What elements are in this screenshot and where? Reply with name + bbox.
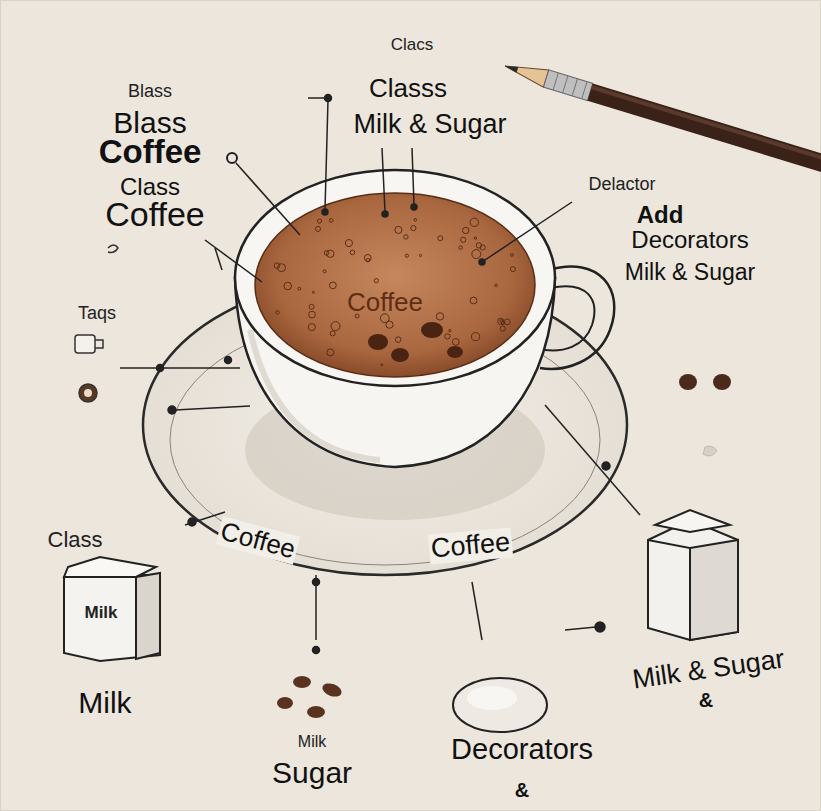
coffee-bubble [309,304,314,309]
sketch-label: Coffee [103,196,207,233]
sketch-label: Blass [126,82,174,102]
coffee-bubble [324,251,329,256]
sketch-label: Taqs [76,304,118,324]
coffee-bubble [276,311,279,314]
coffee-bubble [330,331,335,336]
sketch-label: Milk & Sugar [628,644,788,695]
coffee-bubble [510,267,515,272]
coffee-bubble [414,219,417,222]
milk-carton [648,510,738,640]
coffee-bubble [317,219,321,223]
coffee-bubble [445,334,450,339]
coffee-bubble [470,297,477,304]
coffee-bubble [309,311,316,318]
coffee-bubble [364,255,371,262]
coffee-bubble [449,330,451,332]
sketch-label: Milk & Sugar [623,260,757,285]
coffee-bubble [474,237,476,239]
coffee-bubble [472,333,480,341]
sketch-label: Clacs [389,36,436,55]
coffee-bubble [480,245,485,250]
sketch-label: Coffee [97,134,204,170]
coffee-bubble [463,227,469,233]
coffee-bubble [395,337,401,343]
tag-icon [75,245,118,402]
coffee-bubble [411,226,416,231]
sketch-label: Decorators [449,734,595,766]
coffee-bubble [459,246,463,250]
coffee-bubble [452,339,459,346]
coffee-bubble [329,219,333,223]
coffee-bubble [498,318,504,324]
sketch-label: Coffee [345,288,425,317]
milk-carton: Milk [60,555,164,663]
coffee-bubble [386,321,393,328]
sketch-label: Milk & Sugar [352,110,509,140]
coffee-bubble [438,236,443,241]
coffee-bubble [330,282,337,289]
carton-label: Milk [84,604,117,623]
coffee-bubble [470,218,478,226]
coffee-bubble [495,284,498,287]
coffee-bubble [312,291,314,293]
sketch-label: & [697,689,715,711]
sketch-label: Classs [367,74,449,103]
coffee-bubble [405,254,408,257]
coffee-bubble [374,279,378,283]
sketch-label: Milk [76,686,133,719]
coffee-bubble [472,250,481,259]
coffee-bubble [308,324,315,331]
coffee-bubble [461,237,466,242]
coffee-bubble [500,326,505,331]
sketch-label: Milk [296,733,328,751]
pencil [502,57,821,176]
coffee-bubble [511,254,514,257]
coffee-bubble [404,235,408,239]
coffee-bubble [504,319,510,325]
coffee-bubble [419,254,421,256]
coffee-bubble [327,349,334,356]
coffee-bubble [323,270,326,273]
coffee-bubble [395,226,402,233]
sketch-label: Sugar [270,756,354,789]
sketch-label: Delactor [587,175,658,195]
sketch-label: Coffee [427,528,512,565]
coffee-bubble [436,313,443,320]
sketch-label: Decorators [629,227,750,253]
sketch-label: & [513,779,531,801]
sketch-label: Class [46,528,105,552]
coffee-bubble [350,250,355,255]
coffee-bubble [500,320,503,323]
coffee-bubble [316,226,321,231]
coffee-bubble [274,263,280,269]
coffee-bubble [298,287,301,290]
coffee-bubble [284,282,292,290]
coffee-bubble [345,240,352,247]
coffee-bubble [331,322,340,331]
sketch-label: Add [635,202,686,228]
coffee-bubble [381,364,383,366]
